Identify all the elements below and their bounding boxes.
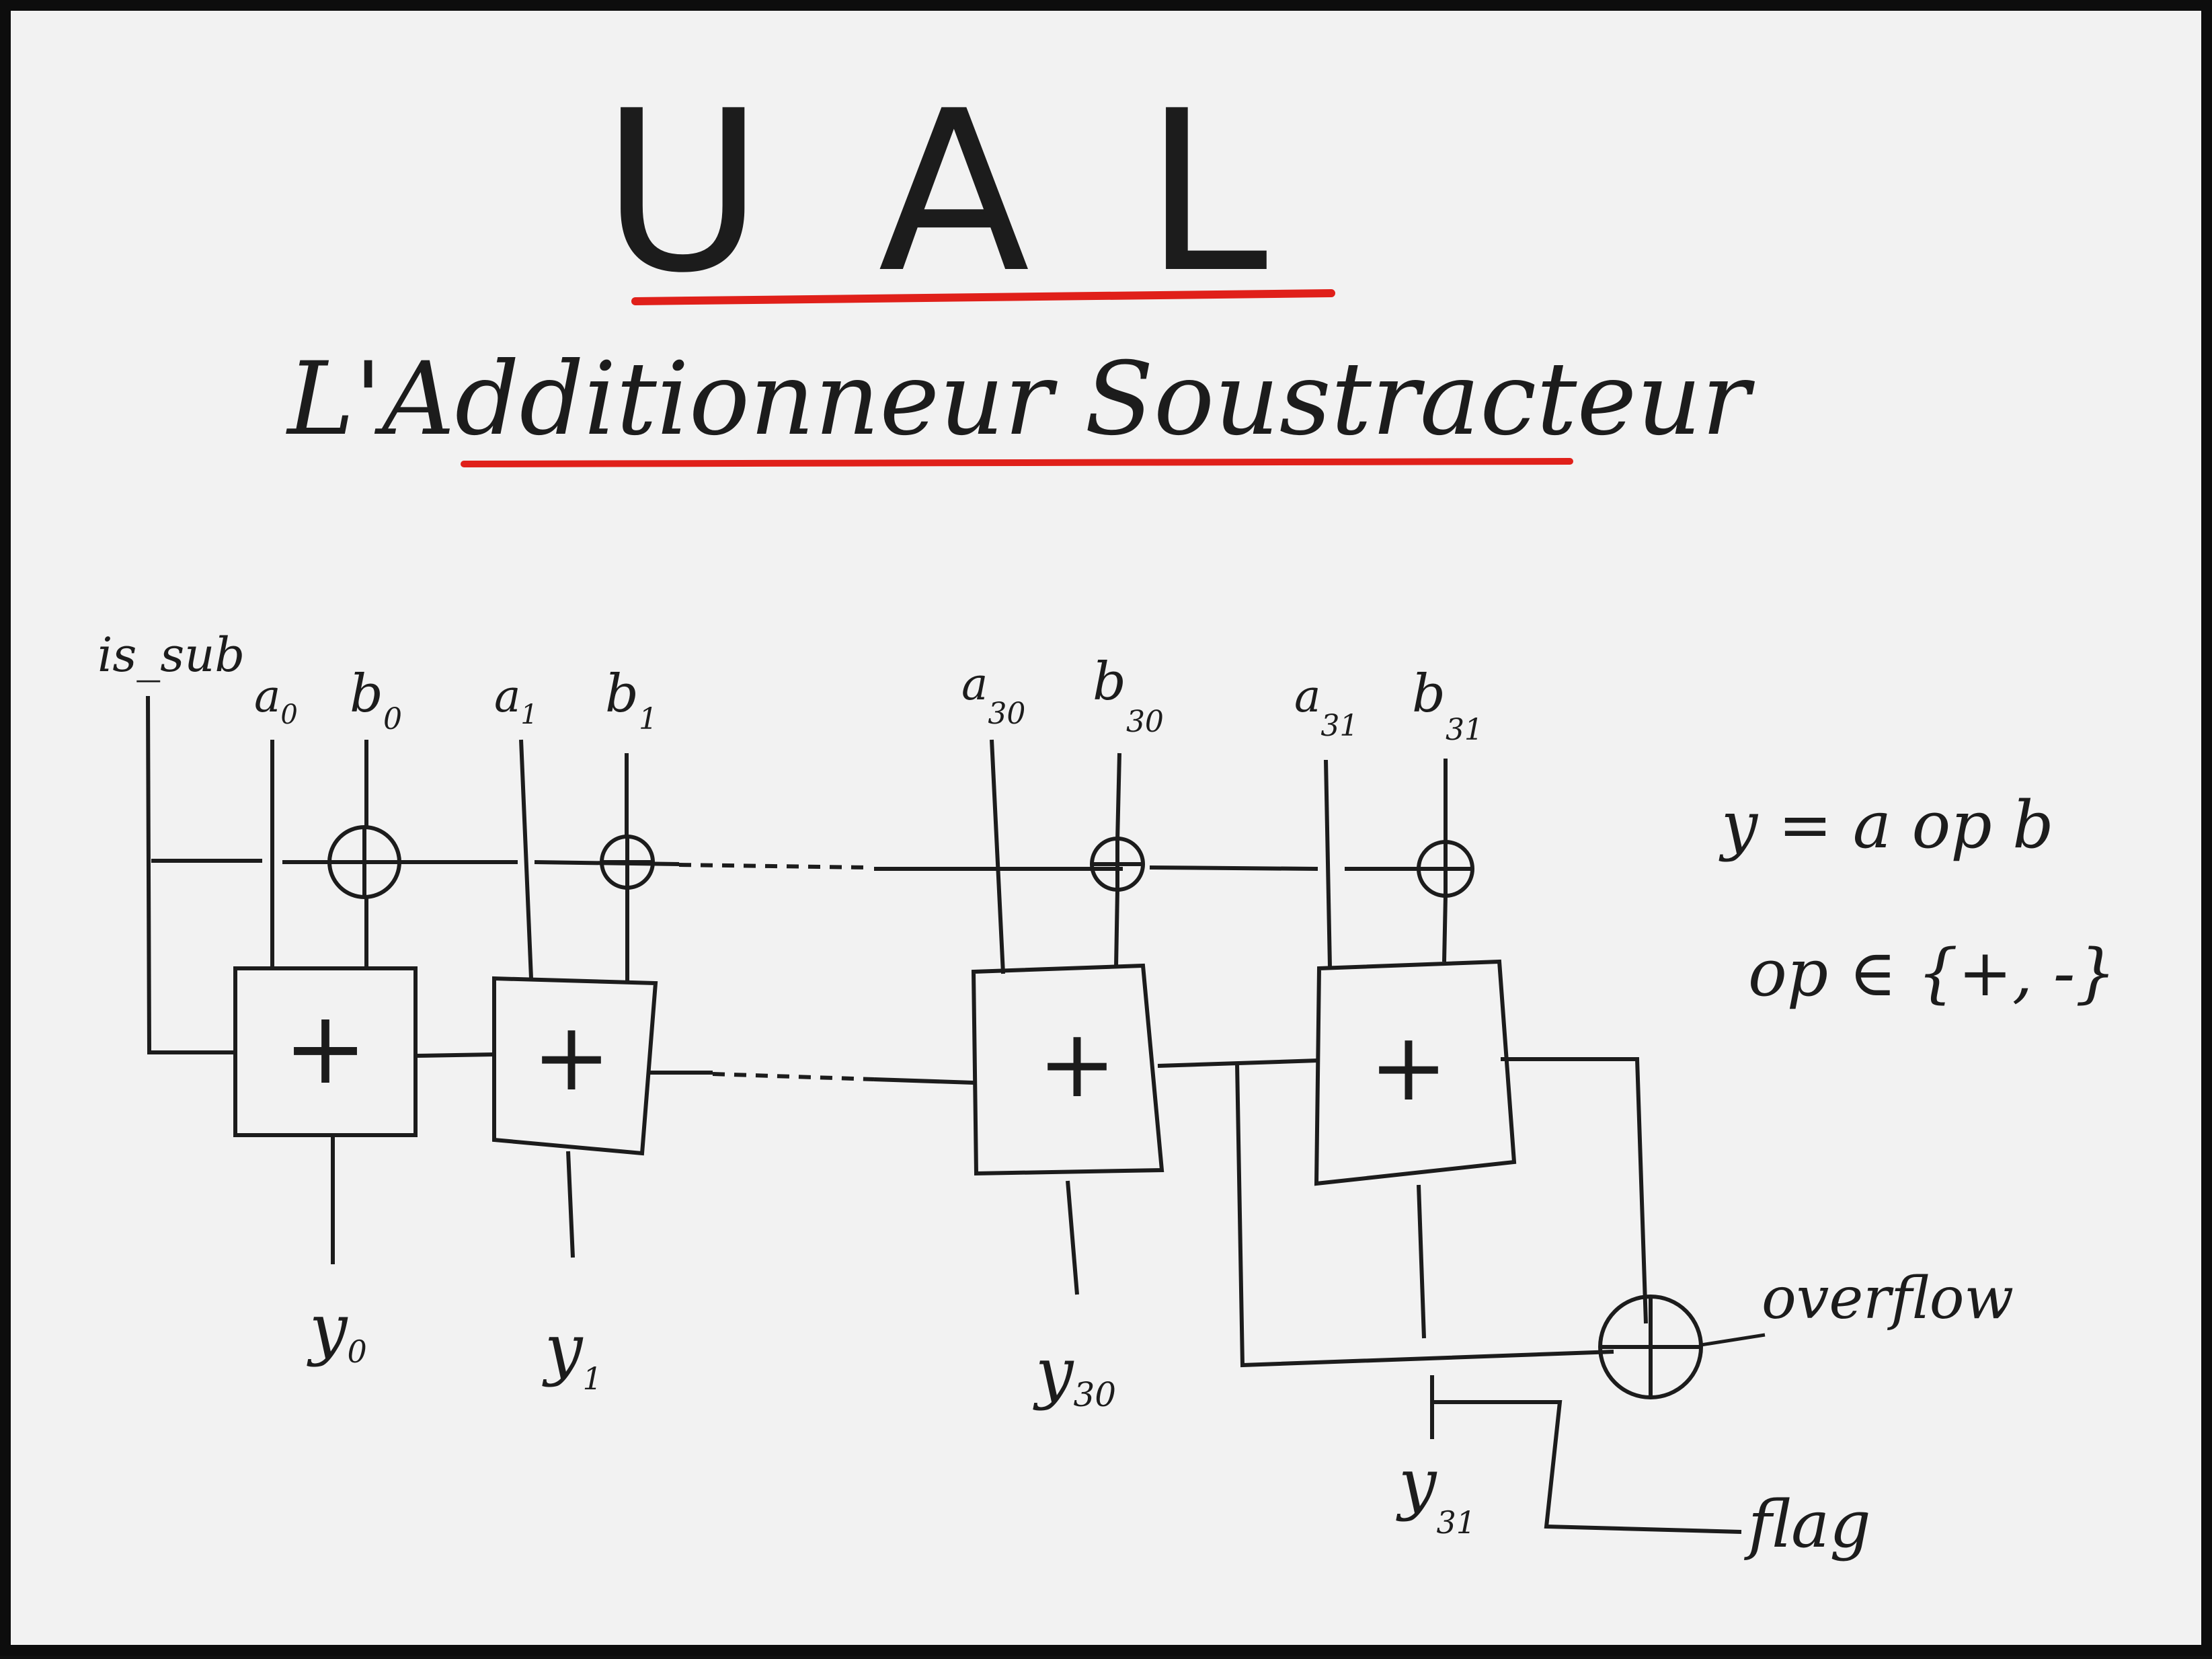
b30-xor-out (1114, 889, 1119, 968)
carry-31-out (1501, 1057, 1648, 1324)
a31-label: a31 (1294, 670, 1358, 743)
subtitle-underline (461, 458, 1573, 467)
carry-29-30 (873, 1077, 974, 1085)
title: UAL (601, 63, 1382, 321)
overflow-label: overflow (1762, 1265, 2014, 1332)
full-adder-31 (1314, 959, 1517, 1186)
adder-30: a30 b30 + y30 (961, 652, 1164, 1414)
carry-0-1 (415, 1052, 495, 1058)
adder-1: a1 b1 + y1 (492, 664, 658, 1397)
adder-1-op: + (532, 1003, 610, 1112)
subtitle: L'Additionneur Soustracteur (285, 341, 1755, 458)
title-underline (631, 289, 1335, 305)
full-adder-30 (971, 963, 1164, 1176)
adder-31-op: + (1369, 1013, 1448, 1122)
flag-label: flag (1744, 1487, 1871, 1562)
adder-0: a0 b0 + y0 (233, 664, 418, 1370)
adder-31: a31 b31 + y31 (1294, 664, 1517, 1541)
b30-label: b30 (1093, 652, 1164, 739)
y1-wire (566, 1151, 575, 1258)
is-sub-label: is_sub (97, 627, 245, 683)
b31-xor-out (1442, 895, 1448, 962)
adder-30-op: + (1037, 1009, 1116, 1119)
b31-label: b31 (1412, 664, 1483, 747)
y0-label: y0 (307, 1289, 367, 1370)
y31-wire (1417, 1184, 1426, 1339)
y30-wire (1066, 1180, 1079, 1295)
b30-wire (1115, 753, 1121, 841)
carry-dotted-gap (712, 1072, 875, 1081)
formula-line-1: y = a op b (1719, 787, 2054, 863)
a30-wire (990, 739, 1005, 974)
b0-label: b0 (350, 664, 402, 736)
a30-label: a30 (961, 658, 1025, 731)
b1-label: b1 (605, 664, 658, 736)
y1-label: y1 (542, 1309, 602, 1397)
flag-wire (1430, 1375, 1742, 1534)
y31-label: y31 (1396, 1444, 1476, 1541)
full-adder-1 (492, 976, 658, 1156)
a31-wire (1324, 759, 1332, 968)
bus-segment-4 (1149, 865, 1318, 871)
full-adder-0 (233, 966, 418, 1137)
a1-label: a1 (494, 670, 538, 730)
a0-label: a0 (254, 670, 298, 730)
formula-line-2: op ∈ {+, -} (1748, 935, 2116, 1011)
a1-wire (519, 739, 533, 979)
is-sub-wire (146, 695, 235, 1054)
carry-30-tap (1235, 1063, 1614, 1368)
y30-label: y30 (1033, 1333, 1116, 1414)
carry-30-31 (1157, 1058, 1318, 1068)
overflow-wire (1700, 1333, 1766, 1347)
bus-dotted-gap (678, 863, 868, 870)
adder-0-op: + (283, 990, 368, 1107)
